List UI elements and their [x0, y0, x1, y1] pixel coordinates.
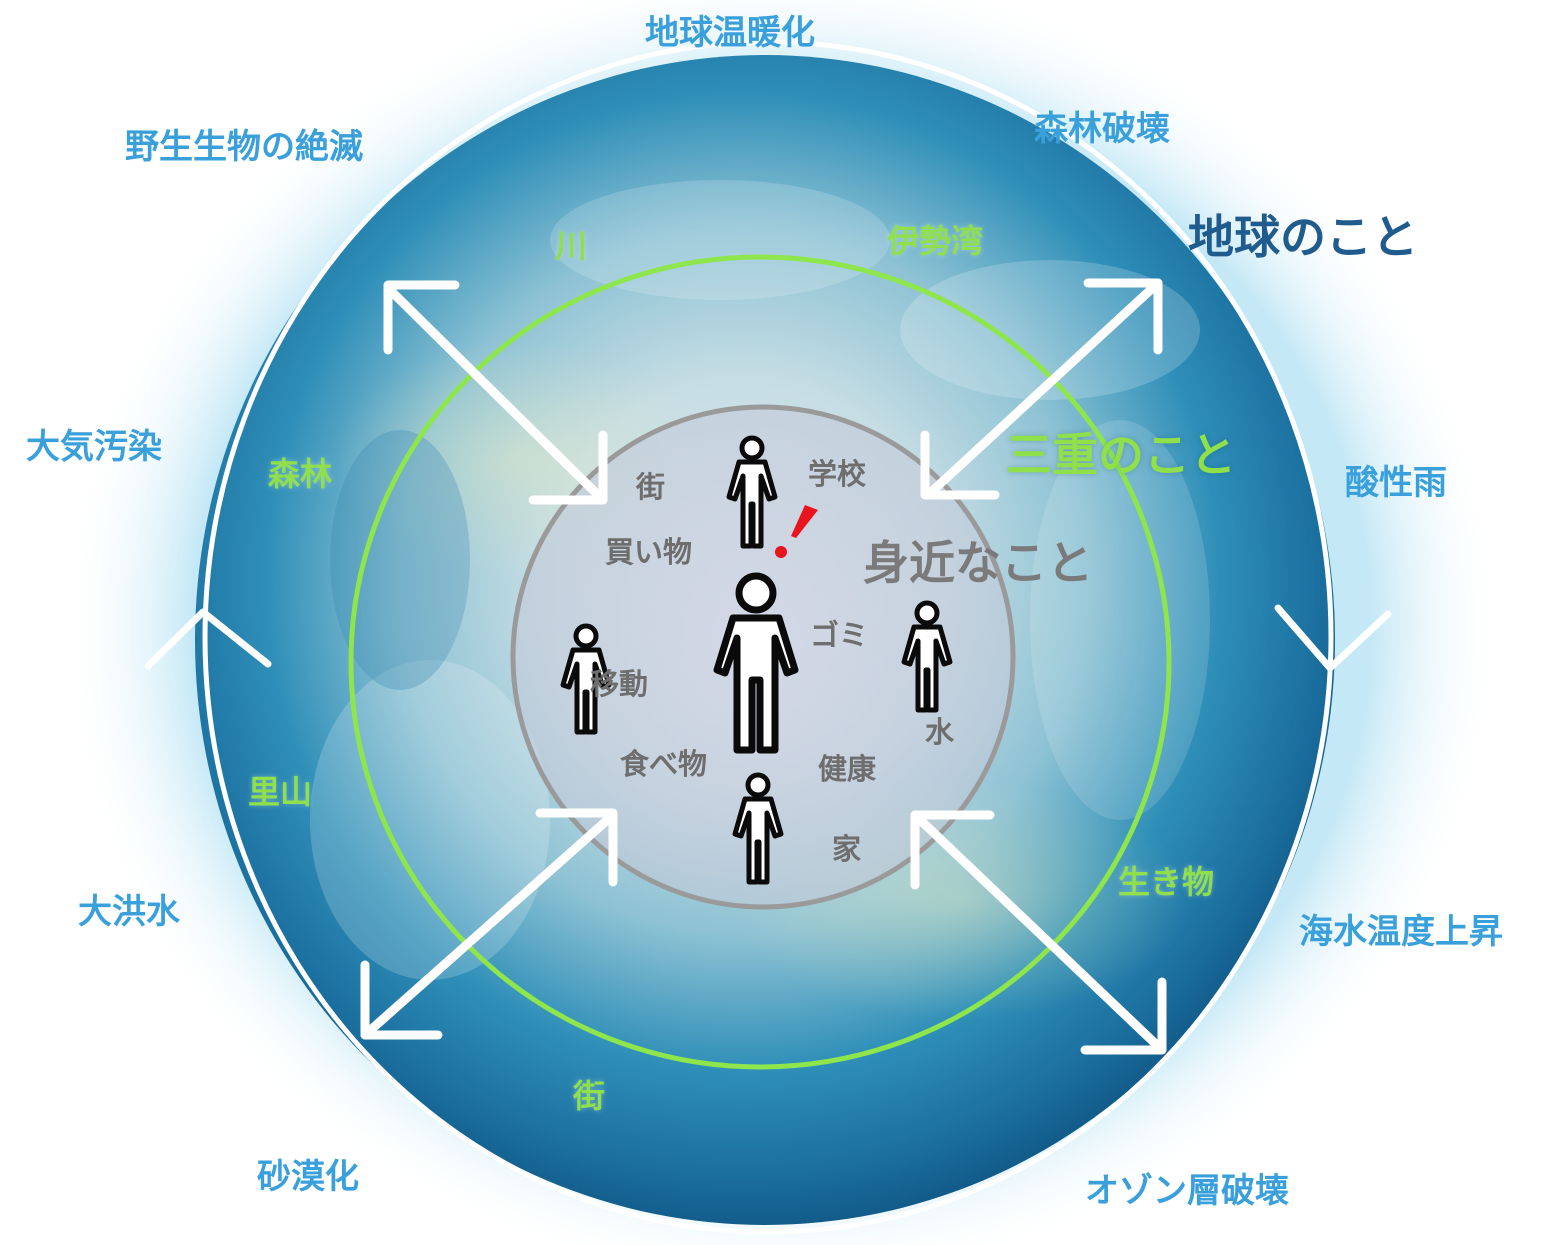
- heading-global: 地球のこと: [1188, 210, 1418, 264]
- rotation-arrow-right-icon: [1274, 604, 1392, 672]
- near-item-label: 街: [636, 470, 666, 504]
- mie-item-label: 里山: [248, 773, 313, 811]
- person-right-icon: [901, 600, 953, 713]
- arrow-top-left-icon: [383, 280, 608, 505]
- arrow-bottom-right-icon: [910, 810, 1167, 1055]
- near-item-label: 買い物: [605, 535, 693, 569]
- global-issue-label: 森林破壊: [1034, 109, 1170, 149]
- mie-item-label: 街: [573, 1077, 606, 1115]
- exclamation-mark-icon: [775, 505, 818, 558]
- near-item-label: 移動: [590, 667, 649, 701]
- global-issue-label: 酸性雨: [1345, 463, 1447, 503]
- global-issue-label: 砂漠化: [257, 1157, 359, 1197]
- global-issue-label: 地球温暖化: [645, 13, 815, 53]
- person-bottom-icon: [732, 772, 784, 885]
- rotation-arrow-left-icon: [144, 608, 272, 670]
- near-item-label: ゴミ: [810, 618, 869, 652]
- arrow-bottom-left-icon: [360, 808, 618, 1040]
- person-left-icon: [560, 623, 612, 735]
- mie-ring: [348, 254, 1172, 1070]
- global-issue-label: 大気汚染: [26, 427, 162, 467]
- mie-item-label: 川: [555, 227, 588, 265]
- global-issue-label: オゾン層破壊: [1085, 1171, 1289, 1211]
- global-issue-label: 大洪水: [78, 892, 180, 932]
- global-issue-label: 海水温度上昇: [1299, 912, 1503, 952]
- near-item-label: 健康: [818, 752, 877, 786]
- heading-mie: 三重のこと: [1006, 428, 1236, 482]
- heading-near: 身近なこと: [863, 536, 1093, 590]
- near-item-label: 家: [832, 832, 862, 866]
- near-item-label: 水: [925, 715, 955, 749]
- near-item-label: 食べ物: [620, 747, 708, 781]
- near-item-label: 学校: [808, 457, 867, 491]
- person-main-icon: [713, 572, 799, 754]
- mie-item-label: 伊勢湾: [887, 222, 984, 260]
- global-issue-label: 野生生物の絶滅: [125, 127, 363, 167]
- mie-item-label: 生き物: [1118, 863, 1215, 901]
- person-top-icon: [726, 435, 778, 549]
- global-ring: [202, 39, 1334, 1235]
- arrow-top-right-icon: [920, 278, 1163, 500]
- mie-item-label: 森林: [268, 455, 333, 493]
